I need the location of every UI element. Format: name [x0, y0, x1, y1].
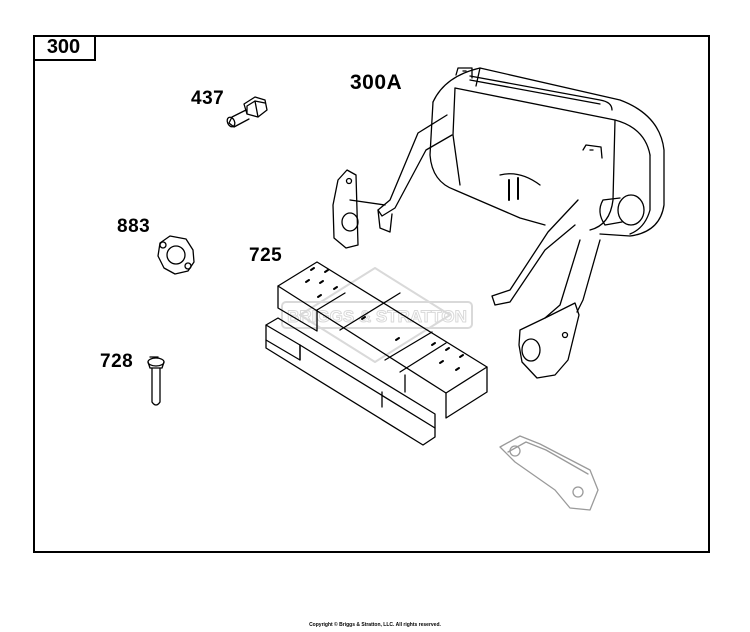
watermark-logo: BRIGGS & STRATTON: [281, 267, 473, 363]
muffler-300A: [332, 67, 665, 379]
phantom-strap: [499, 435, 599, 511]
copyright-notice: Copyright © Briggs & Stratton, LLC. All …: [309, 622, 441, 628]
screw-437: [226, 96, 268, 128]
callout-728: 728: [100, 351, 134, 372]
screw-728: [147, 356, 165, 406]
callout-300A: 300A: [350, 71, 403, 94]
callout-437: 437: [191, 88, 225, 109]
callout-883: 883: [117, 216, 151, 237]
callout-725: 725: [249, 245, 283, 266]
deflector-725: [265, 261, 488, 446]
gasket-883: [157, 235, 195, 275]
diagram-frame: [33, 35, 710, 553]
section-number-label: 300: [33, 35, 96, 61]
watermark-text: BRIGGS & STRATTON: [287, 307, 467, 326]
